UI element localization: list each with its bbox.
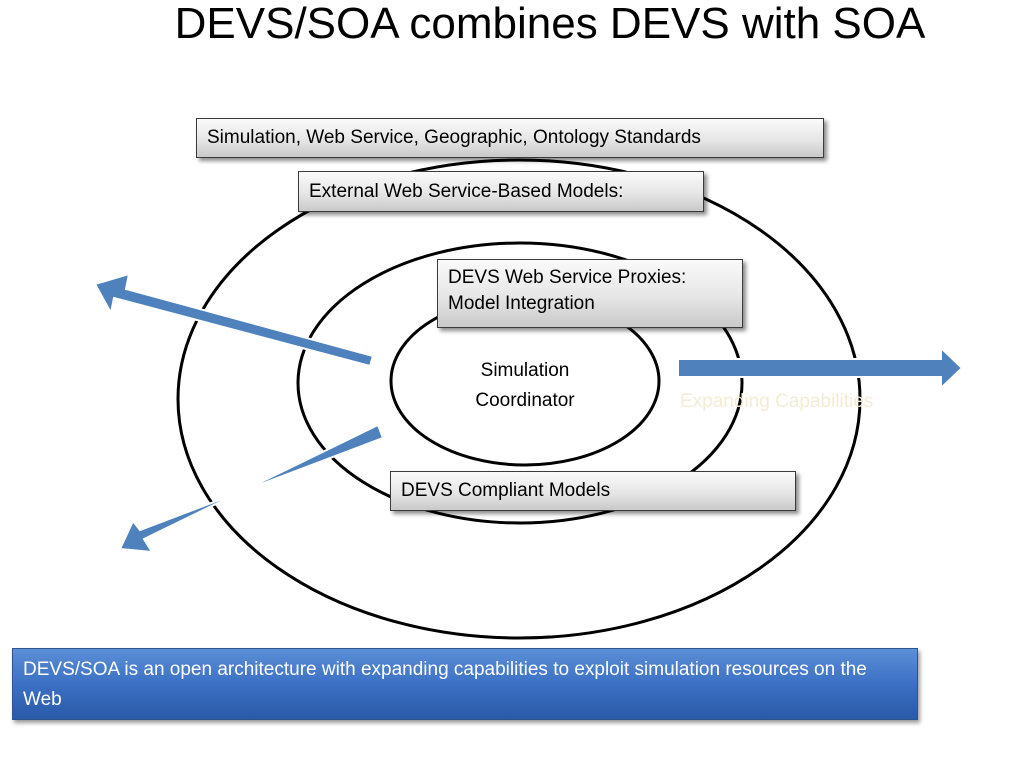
standards-box: Simulation, Web Service, Geographic, Ont… bbox=[196, 118, 824, 158]
expanding-capabilities-label: Expanding Capabilities bbox=[680, 391, 874, 412]
slide-title: DEVS/SOA combines DEVS with SOA bbox=[174, 0, 926, 48]
arrow-right bbox=[677, 345, 964, 391]
external-models-label: External Web Service-Based Models: bbox=[309, 181, 624, 202]
external-models-box: External Web Service-Based Models: bbox=[298, 171, 704, 212]
standards-label: Simulation, Web Service, Geographic, Ont… bbox=[207, 127, 701, 148]
core-label: Simulation Coordinator bbox=[445, 356, 605, 416]
core-label-line2: Coordinator bbox=[475, 390, 575, 411]
compliant-models-label: DEVS Compliant Models bbox=[401, 480, 611, 501]
middle-ring bbox=[296, 241, 744, 525]
core-label-line1: Simulation bbox=[480, 360, 570, 381]
summary-box: DEVS/SOA is an open architecture with ex… bbox=[12, 648, 918, 720]
outer-ring bbox=[176, 158, 862, 640]
summary-text: DEVS/SOA is an open architecture with ex… bbox=[23, 659, 867, 710]
proxies-label-line2: Model Integration bbox=[448, 293, 595, 314]
proxies-label-line1: DEVS Web Service Proxies: bbox=[448, 267, 687, 288]
proxies-box: DEVS Web Service Proxies: Model Integrat… bbox=[437, 259, 743, 328]
arrow-upper-left bbox=[93, 272, 375, 368]
arrow-lower-left bbox=[118, 423, 385, 554]
compliant-models-box: DEVS Compliant Models bbox=[390, 471, 796, 511]
